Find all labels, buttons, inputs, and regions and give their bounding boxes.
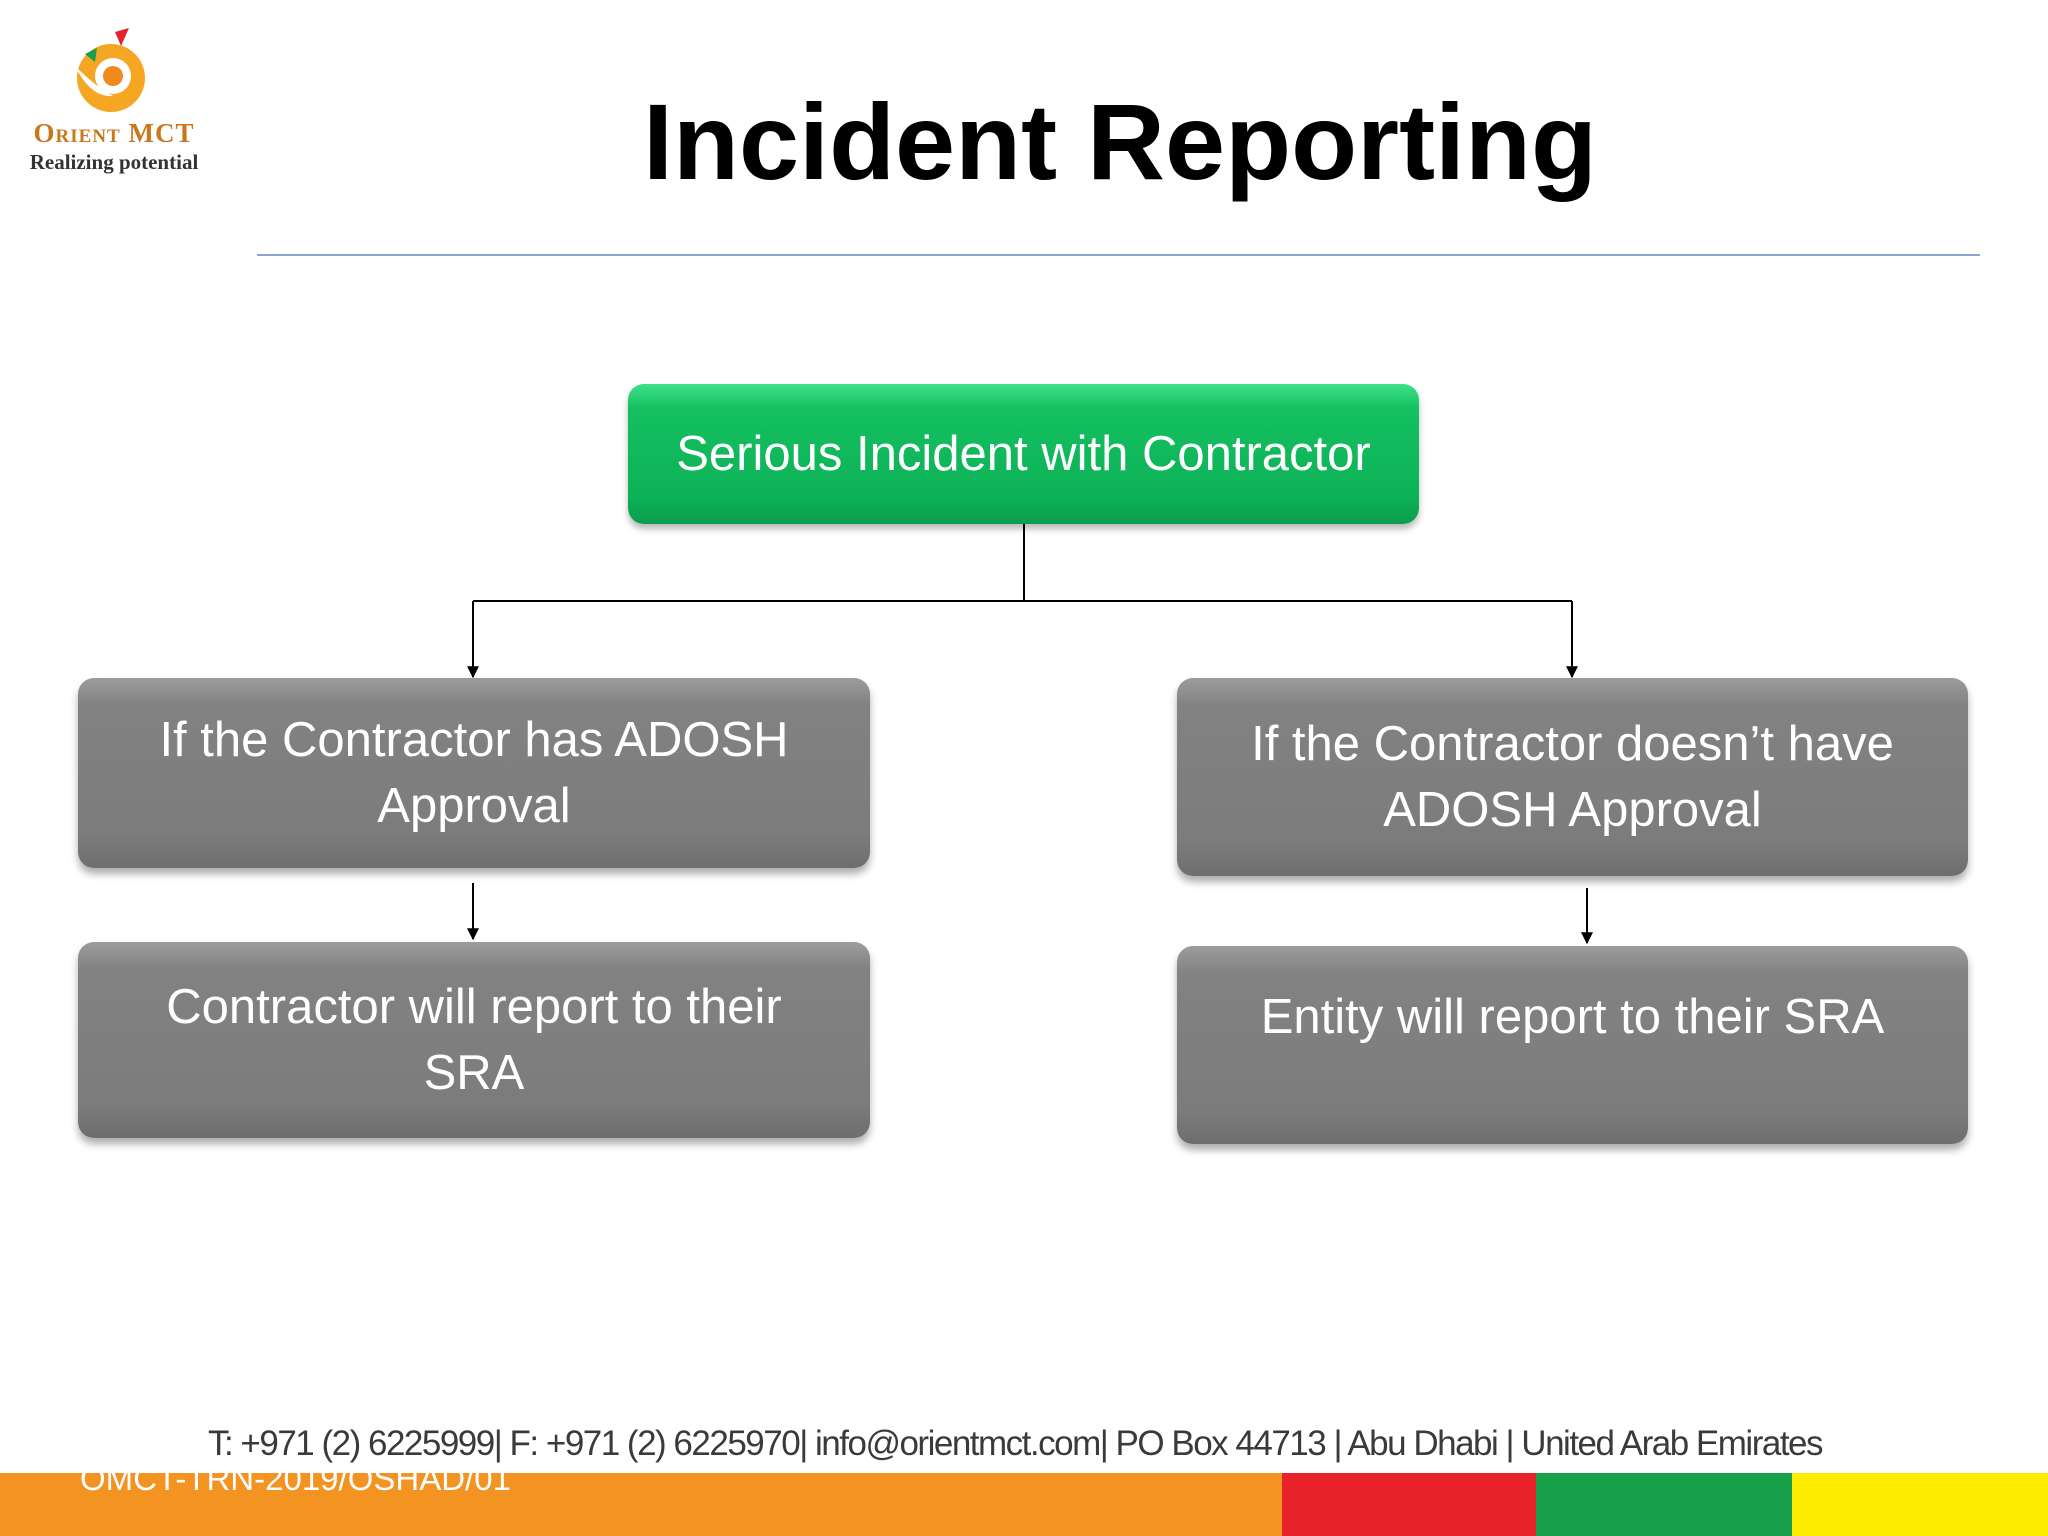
footer-contact-info: T: +971 (2) 6225999| F: +971 (2) 6225970… xyxy=(207,1424,1824,1463)
document-code: OMCT-TRN-2019/OSHAD/01 xyxy=(80,1460,511,1497)
node-contractor-reports-sra: Contractor will report to their SRA xyxy=(78,942,870,1138)
node-no-adosh-approval: If the Contractor doesn’t have ADOSH App… xyxy=(1177,678,1968,876)
footer-yellow-segment xyxy=(1792,1473,2048,1536)
node-has-adosh-approval: If the Contractor has ADOSH Approval xyxy=(78,678,870,868)
orient-mct-logo: Orient MCT Realizing potential xyxy=(10,26,200,176)
logo-tagline: Realizing potential xyxy=(29,150,199,174)
page-title: Incident Reporting xyxy=(643,81,1597,202)
node-label: If the Contractor has ADOSH Approval xyxy=(159,713,789,833)
node-label: Contractor will report to their SRA xyxy=(166,980,782,1100)
footer-green-segment xyxy=(1536,1473,1792,1536)
node-label: Entity will report to their SRA xyxy=(1260,990,1885,1044)
title-divider xyxy=(257,254,1980,256)
footer-color-bar xyxy=(0,1473,2048,1536)
root-node-serious-incident: Serious Incident with Contractor xyxy=(628,384,1419,524)
logo-name: Orient MCT xyxy=(33,118,195,148)
footer-orange-segment xyxy=(0,1473,1282,1536)
node-entity-reports-sra: Entity will report to their SRA xyxy=(1177,946,1968,1144)
node-label: If the Contractor doesn’t have ADOSH App… xyxy=(1251,717,1894,837)
logo-swirl-icon xyxy=(75,28,145,112)
root-node-label: Serious Incident with Contractor xyxy=(676,427,1371,481)
footer-red-segment xyxy=(1282,1473,1536,1536)
